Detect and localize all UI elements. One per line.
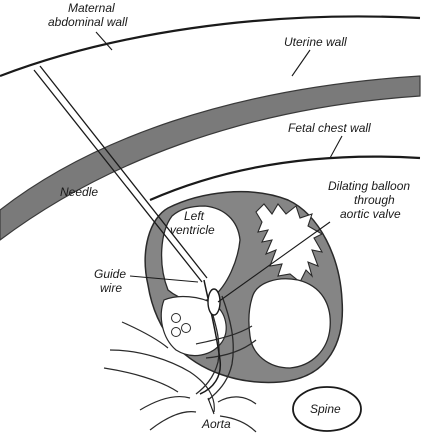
label-balloon-1: Dilating balloon xyxy=(328,179,410,193)
leader-fetal-chest-wall xyxy=(329,135,343,159)
label-left-ventricle-1: Left xyxy=(184,209,205,223)
leader-guide-wire xyxy=(129,275,199,283)
left-ventricle-chamber xyxy=(160,205,241,302)
uterine-wall-band xyxy=(0,75,421,241)
label-spine: Spine xyxy=(310,402,341,416)
label-maternal-wall-2: abdominal wall xyxy=(48,15,128,29)
great-vessels xyxy=(103,321,257,433)
maternal-abdominal-wall xyxy=(0,15,421,78)
label-needle: Needle xyxy=(60,185,98,199)
label-guide-wire-2: wire xyxy=(100,281,122,295)
leader-uterine-wall xyxy=(291,49,311,77)
vessel-ostium-2 xyxy=(181,323,191,333)
label-balloon-2: through xyxy=(354,193,395,207)
label-fetal-chest-wall: Fetal chest wall xyxy=(288,121,371,135)
label-maternal-wall-1: Maternal xyxy=(68,1,115,15)
needle-shaft-inner xyxy=(39,65,208,279)
leader-maternal-wall xyxy=(95,31,113,51)
label-uterine-wall: Uterine wall xyxy=(284,35,347,49)
needle-shaft xyxy=(33,69,203,283)
label-aorta: Aorta xyxy=(201,417,231,431)
leader-balloon xyxy=(217,221,331,303)
vessel-ostium-3 xyxy=(171,327,181,337)
aorta-vessel xyxy=(195,295,234,401)
label-left-ventricle-2: ventricle xyxy=(170,223,215,237)
fetal-chest-wall xyxy=(149,155,421,202)
label-balloon-3: aortic valve xyxy=(340,207,401,221)
right-atrium-chamber xyxy=(248,278,331,369)
vessel-ostium-1 xyxy=(171,313,181,323)
spine-outline xyxy=(292,386,362,432)
label-guide-wire-1: Guide xyxy=(94,267,126,281)
leader-aorta xyxy=(207,397,215,415)
dilating-balloon xyxy=(207,288,221,316)
